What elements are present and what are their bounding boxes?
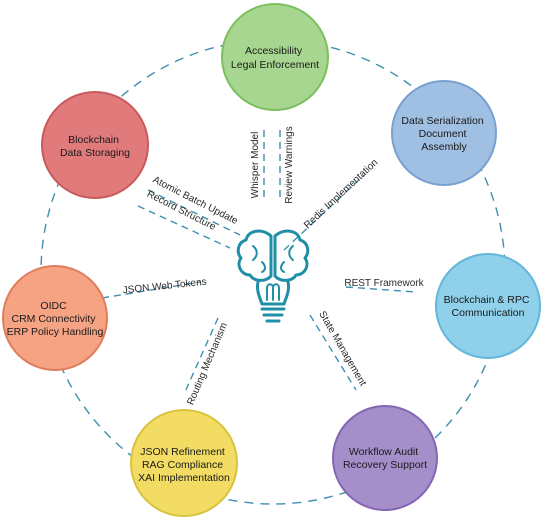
node-line: OIDC (40, 300, 67, 312)
node-line: Document (419, 128, 467, 140)
edge-label-rest-framework: REST Framework (344, 278, 424, 289)
node-label: JSON Refinement RAG Compliance XAI Imple… (138, 446, 230, 484)
node-label: Blockchain & RPC Communication (444, 294, 533, 319)
spoke-connectors (101, 130, 417, 393)
connector-lower-right (309, 314, 357, 391)
node-line: XAI Implementation (138, 472, 230, 484)
node-line: Data Storaging (60, 147, 130, 159)
node-accessibility: Accessibility Legal Enforcement (221, 3, 329, 111)
edge-label-review-warnings: Review Warnings (284, 126, 295, 203)
edge-label-redis-implementation: Redis Implementation (302, 157, 380, 231)
connector-upper-right (283, 174, 365, 251)
connector-upper-left-2 (137, 205, 231, 249)
node-circle (435, 253, 541, 359)
node-label: Data Serialization Document Assembly (401, 115, 486, 153)
edge-label-whisper-model: Whisper Model (250, 132, 261, 199)
node-line: Communication (452, 307, 525, 319)
edge-label-routing-mechanism: Routing Mechanism (185, 321, 230, 407)
edge-label-json-web-tokens: JSON Web Tokens (122, 277, 207, 297)
connector-left (101, 281, 201, 299)
node-circle (332, 405, 438, 511)
node-line: Blockchain (68, 134, 119, 146)
node-line: JSON Refinement (140, 446, 225, 458)
node-data-serialization: Data Serialization Document Assembly (391, 80, 497, 186)
node-label: Accessibility Legal Enforcement (231, 45, 319, 71)
node-label: OIDC CRM Connectivity ERP Policy Handlin… (7, 300, 104, 338)
node-line: Blockchain & RPC (444, 294, 530, 306)
node-circle (41, 91, 149, 199)
node-line: Accessibility (245, 45, 303, 57)
edge-label-state-management: State Management (316, 309, 368, 388)
brain-lightbulb-icon (236, 229, 310, 323)
node-line: ERP Policy Handling (7, 326, 104, 338)
node-workflow-audit: Workflow Audit Recovery Support (332, 405, 438, 511)
connector-upper-left-1 (147, 189, 241, 236)
node-blockchain-rpc: Blockchain & RPC Communication (435, 253, 541, 359)
node-line: Assembly (421, 141, 467, 153)
node-circle (391, 80, 497, 186)
node-line: CRM Connectivity (12, 313, 97, 325)
node-label: Blockchain Data Storaging (60, 134, 130, 159)
node-line: Data Serialization (401, 115, 483, 127)
node-line: Recovery Support (343, 459, 427, 471)
node-line: Legal Enforcement (231, 59, 319, 71)
node-circle (221, 3, 329, 111)
node-blockchain-storage: Blockchain Data Storaging (41, 91, 149, 199)
node-oidc: OIDC CRM Connectivity ERP Policy Handlin… (2, 265, 108, 371)
node-line: RAG Compliance (142, 459, 223, 471)
node-circle (2, 265, 108, 371)
connector-lower-left (184, 317, 219, 393)
node-line: Workflow Audit (349, 446, 418, 458)
node-json-refinement: JSON Refinement RAG Compliance XAI Imple… (130, 409, 238, 517)
node-label: Workflow Audit Recovery Support (343, 446, 427, 471)
node-circle (130, 409, 238, 517)
